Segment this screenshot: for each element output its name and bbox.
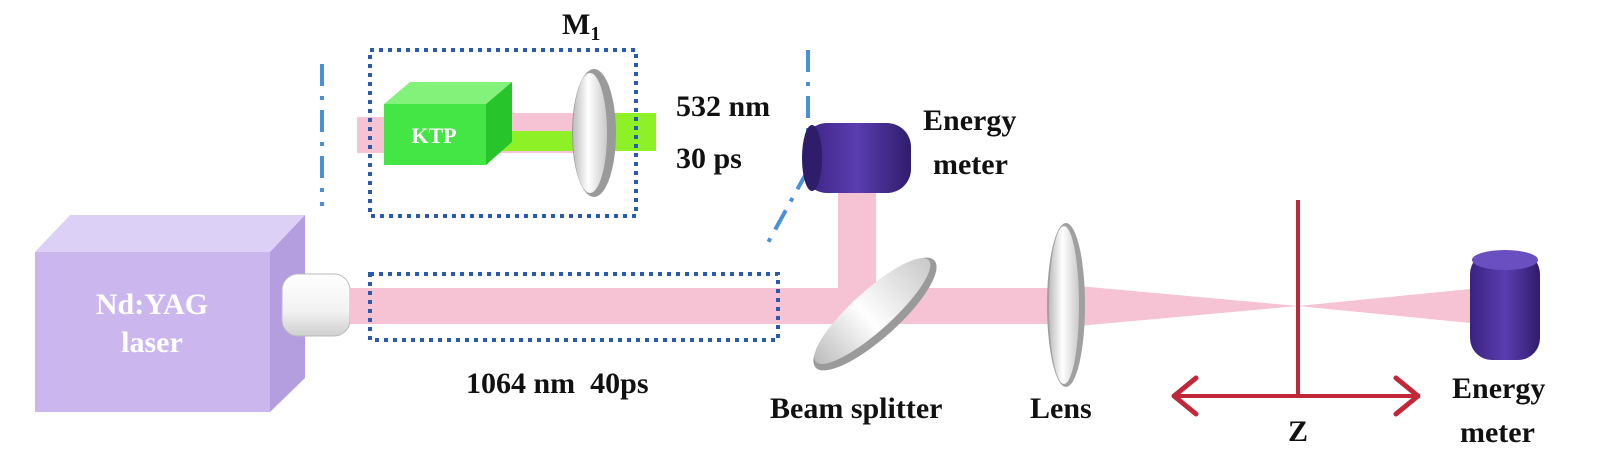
mirror-m1 <box>572 69 616 197</box>
ktp-label: KTP <box>411 123 456 148</box>
laser-top-face <box>35 215 305 252</box>
energy-meter-right-label-line1: Energy <box>1452 372 1545 405</box>
laser-label-line1: Nd:YAG <box>96 288 208 321</box>
inset-ktp-mirror: KTP M1 <box>357 8 656 218</box>
ir-beam-focused <box>1078 286 1298 326</box>
ktp-crystal: KTP <box>384 82 512 165</box>
beam-splitter-label: Beam splitter <box>770 392 942 425</box>
z-axis <box>1171 200 1421 417</box>
beam-splitter <box>813 257 937 371</box>
z-axis-arrow-right <box>1393 375 1421 417</box>
energy-meter-top <box>802 123 911 193</box>
energy-meter-right-label-line2: meter <box>1460 416 1535 449</box>
z-axis-label: Z <box>1288 415 1308 448</box>
ir-beam-main <box>350 288 855 324</box>
nd-yag-laser: Nd:YAG laser <box>35 215 305 412</box>
mirror-label: M1 <box>562 8 600 45</box>
ir-beam-dotted-box <box>368 272 780 342</box>
lens <box>1047 223 1085 387</box>
energy-meter-top-label-line2: meter <box>933 148 1008 181</box>
projection-line-right-lower <box>763 169 810 249</box>
green-pulse-label: 30 ps <box>676 142 742 175</box>
laser-nozzle <box>281 273 351 337</box>
green-wavelength-label: 532 nm <box>676 90 770 123</box>
energy-meter-right <box>1470 250 1540 360</box>
laser-front-face <box>35 252 270 412</box>
laser-label-line2: laser <box>121 326 183 359</box>
lens-label: Lens <box>1030 392 1092 425</box>
energy-meter-top-label-line1: Energy <box>923 104 1016 137</box>
ir-beam-label: 1064 nm 40ps <box>466 367 649 400</box>
ir-beam-diverging <box>1298 288 1480 324</box>
z-axis-arrow-left <box>1171 375 1199 417</box>
